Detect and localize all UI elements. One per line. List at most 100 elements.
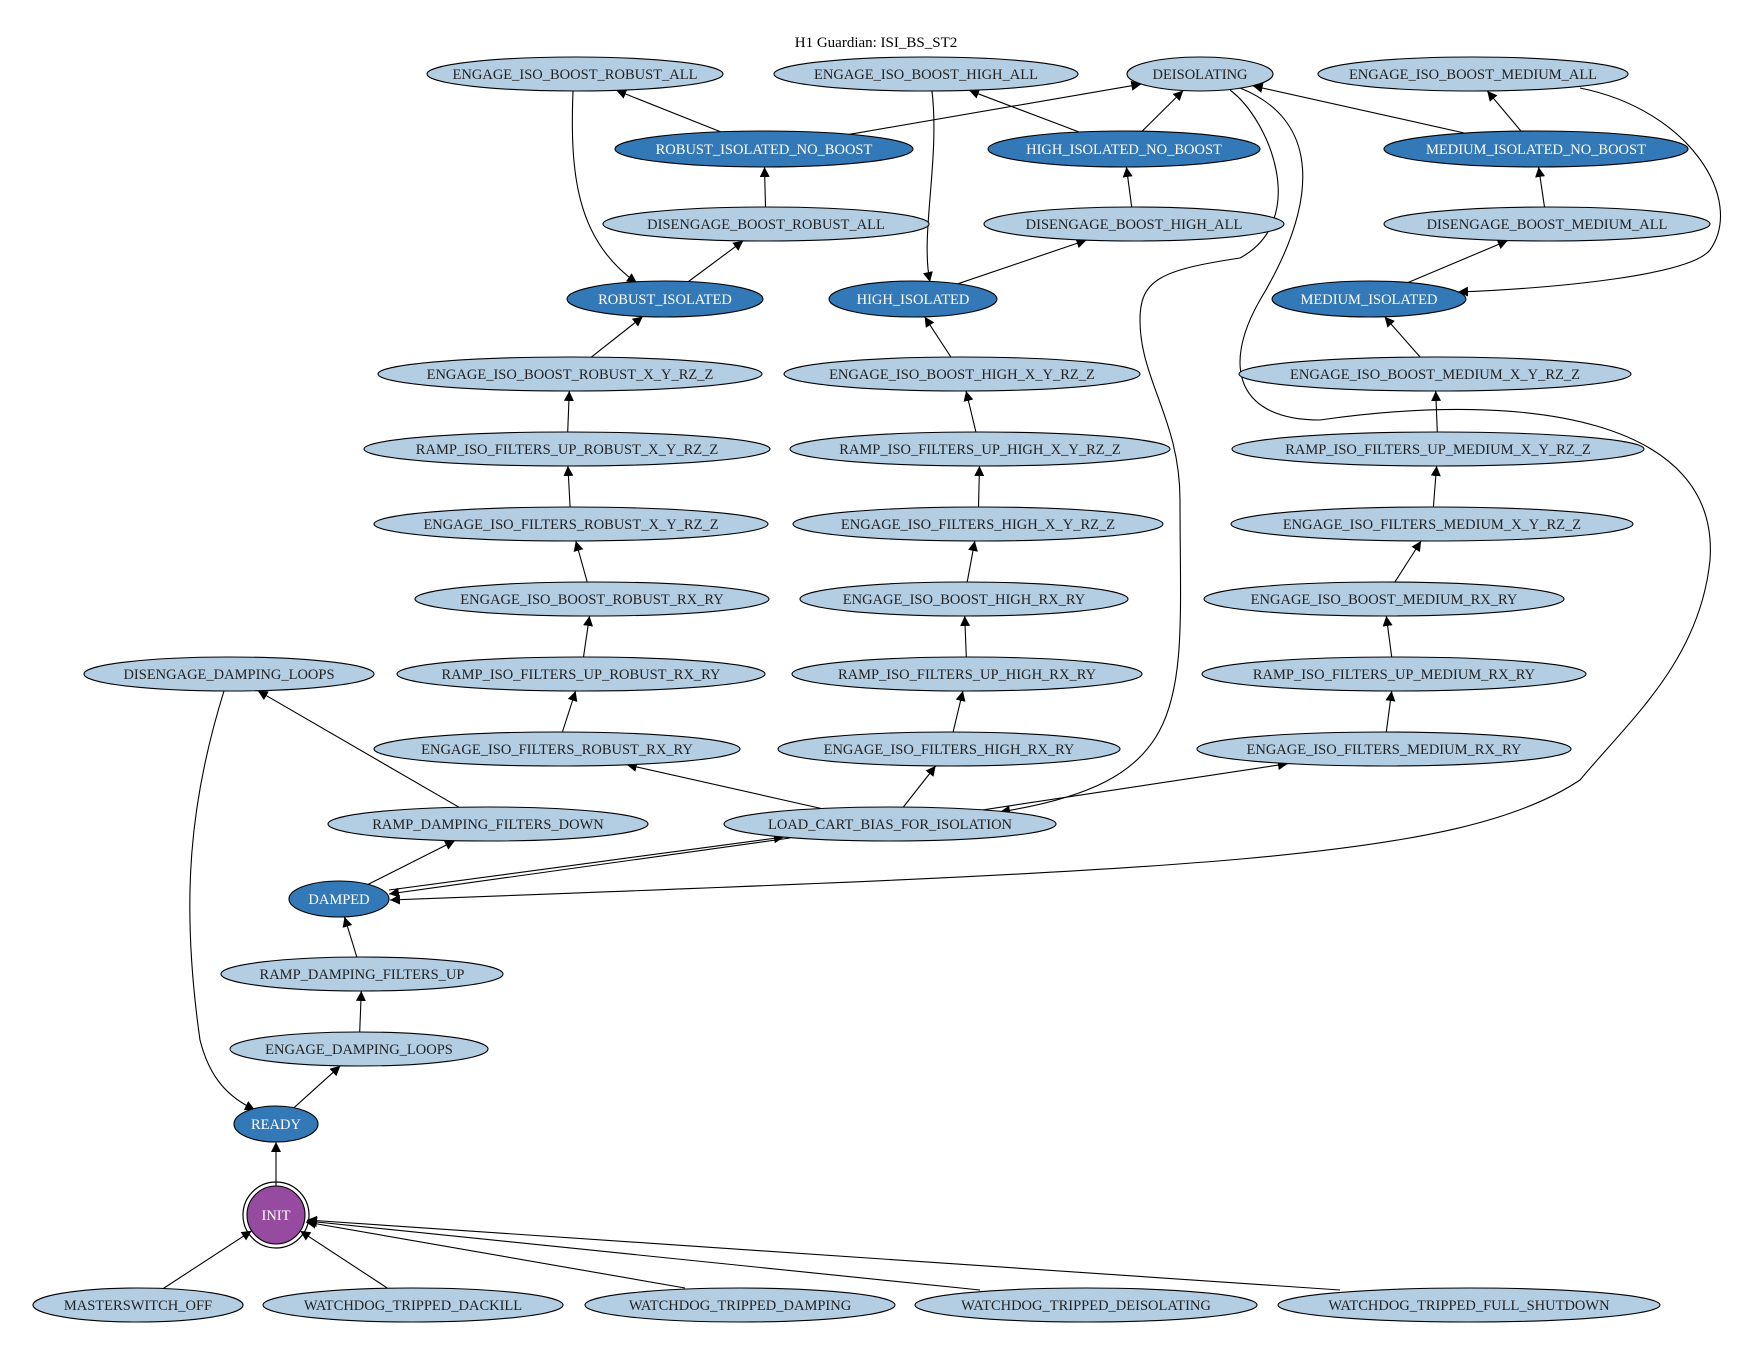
edge-medium-isolated-no-boost-to-engage-iso-boost-medium-all (1486, 90, 1522, 132)
edge-disengage-boost-medium-all-to-medium-isolated-no-boost (1535, 166, 1546, 208)
state-node-shape (584, 1287, 896, 1323)
state-node-label: ENGAGE_ISO_BOOST_ROBUST_ALL (453, 67, 698, 83)
state-node-label: ENGAGE_ISO_FILTERS_ROBUST_X_Y_RZ_Z (423, 517, 718, 533)
state-node-high-isolated-no-boost: HIGH_ISOLATED_NO_BOOST (987, 130, 1261, 168)
state-node-label: ENGAGE_ISO_FILTERS_HIGH_RX_RY (824, 742, 1075, 758)
edge-ramp-iso-filters-up-robust-x-y-rz-z-to-engage-iso-boost-robust-x-y-rz-z (563, 390, 574, 433)
state-node-label: WATCHDOG_TRIPPED_DAMPING (629, 1298, 852, 1314)
state-node-label: ENGAGE_ISO_BOOST_HIGH_ALL (814, 67, 1038, 83)
state-node-shape (602, 206, 930, 242)
state-node-label: READY (251, 1117, 301, 1133)
state-node-label: RAMP_ISO_FILTERS_UP_ROBUST_X_Y_RZ_Z (416, 442, 719, 458)
state-node-robust-isolated: ROBUST_ISOLATED (566, 280, 764, 318)
state-node-label: DISENGAGE_BOOST_HIGH_ALL (1026, 217, 1243, 233)
state-node-high-isolated: HIGH_ISOLATED (828, 280, 998, 318)
state-node-engage-iso-boost-robust-all: ENGAGE_ISO_BOOST_ROBUST_ALL (426, 56, 724, 92)
edge-disengage-damping-loops-to-ready (189, 690, 256, 1111)
state-node-label: DEISOLATING (1152, 67, 1248, 83)
state-node-label: ENGAGE_ISO_BOOST_MEDIUM_X_Y_RZ_Z (1290, 367, 1580, 383)
edge-watchdog-tripped-damping-to-init (305, 1218, 686, 1289)
state-node-shape (396, 656, 766, 692)
edge-engage-iso-filters-robust-x-y-rz-z-to-ramp-iso-filters-up-robust-x-y-rz-z (563, 465, 574, 508)
edge-watchdog-tripped-full-shutdown-to-init (306, 1215, 1341, 1291)
init-outer-ring (242, 1181, 310, 1249)
edge-ramp-iso-filters-up-high-x-y-rz-z-to-engage-iso-boost-high-x-y-rz-z (963, 390, 977, 433)
edge-robust-isolated-to-disengage-boost-robust-all (688, 240, 744, 282)
state-node-shape (327, 806, 649, 842)
state-node-shape (1201, 656, 1587, 692)
edge-engage-iso-filters-medium-x-y-rz-z-to-ramp-iso-filters-up-medium-x-y-rz-z (1430, 465, 1441, 508)
state-node-label: DAMPED (308, 892, 369, 908)
state-node-damped: DAMPED (288, 880, 390, 918)
state-node-label: RAMP_DAMPING_FILTERS_UP (260, 967, 465, 983)
state-node-init: INIT (242, 1181, 310, 1249)
edge-engage-iso-boost-robust-x-y-rz-z-to-robust-isolated (591, 316, 644, 358)
edge-robust-isolated-no-boost-to-deisolating (849, 80, 1142, 135)
edge-engage-iso-filters-high-x-y-rz-z-to-ramp-iso-filters-up-high-x-y-rz-z (974, 465, 985, 508)
state-node-shape (614, 130, 914, 168)
state-node-disengage-boost-high-all: DISENGAGE_BOOST_HIGH_ALL (983, 206, 1285, 242)
edge-engage-iso-boost-medium-all-to-medium-isolated (1457, 87, 1721, 297)
edge-load-cart-bias-for-isolation-to-damped (388, 837, 791, 898)
state-node-ramp-damping-filters-up: RAMP_DAMPING_FILTERS_UP (220, 956, 504, 992)
edge-medium-isolated-to-disengage-boost-medium-all (1407, 239, 1509, 284)
edge-ramp-iso-filters-up-high-rx-ry-to-engage-iso-boost-high-rx-ry (960, 615, 971, 658)
state-node-label: ENGAGE_ISO_BOOST_ROBUST_RX_RY (460, 592, 724, 608)
state-node-shape (723, 806, 1057, 842)
state-node-engage-iso-boost-high-rx-ry: ENGAGE_ISO_BOOST_HIGH_RX_RY (799, 581, 1129, 617)
state-node-engage-iso-boost-robust-rx-ry: ENGAGE_ISO_BOOST_ROBUST_RX_RY (414, 581, 770, 617)
state-node-label: RAMP_ISO_FILTERS_UP_MEDIUM_X_Y_RZ_Z (1285, 442, 1591, 458)
state-node-ramp-iso-filters-up-high-rx-ry: RAMP_ISO_FILTERS_UP_HIGH_RX_RY (791, 656, 1143, 692)
state-node-shape (1196, 731, 1572, 767)
state-node-shape (799, 581, 1129, 617)
state-node-engage-iso-filters-high-rx-ry: ENGAGE_ISO_FILTERS_HIGH_RX_RY (777, 731, 1121, 767)
edge-load-cart-bias-for-isolation-to-engage-iso-filters-high-rx-ry (902, 765, 937, 808)
state-node-ramp-iso-filters-up-medium-x-y-rz-z: RAMP_ISO_FILTERS_UP_MEDIUM_X_Y_RZ_Z (1231, 431, 1645, 467)
state-node-shape (1383, 206, 1711, 242)
state-node-ready: READY (233, 1105, 319, 1143)
state-node-engage-iso-boost-medium-all: ENGAGE_ISO_BOOST_MEDIUM_ALL (1317, 56, 1629, 92)
edge-disengage-boost-robust-all-to-robust-isolated-no-boost (759, 166, 770, 208)
state-node-label: ENGAGE_ISO_BOOST_MEDIUM_RX_RY (1251, 592, 1518, 608)
state-node-label: MEDIUM_ISOLATED_NO_BOOST (1426, 142, 1646, 158)
edge-watchdog-tripped-deisolating-to-init (306, 1217, 981, 1291)
state-node-engage-iso-filters-robust-rx-ry: ENGAGE_ISO_FILTERS_ROBUST_RX_RY (373, 731, 741, 767)
state-node-engage-iso-boost-robust-x-y-rz-z: ENGAGE_ISO_BOOST_ROBUST_X_Y_RZ_Z (377, 356, 763, 392)
state-node-ramp-iso-filters-up-robust-rx-ry: RAMP_ISO_FILTERS_UP_ROBUST_RX_RY (396, 656, 766, 692)
state-node-label: RAMP_ISO_FILTERS_UP_HIGH_X_Y_RZ_Z (839, 442, 1121, 458)
edge-load-cart-bias-for-isolation-to-engage-iso-filters-robust-rx-ry (626, 762, 822, 810)
edge-high-isolated-no-boost-to-deisolating (1141, 90, 1184, 132)
state-node-engage-iso-filters-medium-x-y-rz-z: ENGAGE_ISO_FILTERS_MEDIUM_X_Y_RZ_Z (1230, 506, 1634, 542)
state-node-watchdog-tripped-damping: WATCHDOG_TRIPPED_DAMPING (584, 1287, 896, 1323)
edge-engage-iso-boost-high-all-to-high-isolated (923, 90, 935, 283)
state-node-label: WATCHDOG_TRIPPED_FULL_SHUTDOWN (1328, 1298, 1610, 1314)
edge-high-isolated-to-disengage-boost-high-all (957, 238, 1087, 285)
edge-masterswitch-off-to-init (162, 1230, 253, 1289)
state-node-shape (791, 656, 1143, 692)
edge-engage-iso-boost-high-rx-ry-to-engage-iso-filters-high-x-y-rz-z (966, 540, 978, 583)
state-node-shape (773, 56, 1079, 92)
state-node-shape (373, 506, 769, 542)
state-node-label: ENGAGE_ISO_BOOST_HIGH_RX_RY (843, 592, 1086, 608)
state-node-shape (83, 656, 375, 692)
state-node-label: ENGAGE_DAMPING_LOOPS (265, 1042, 453, 1058)
state-node-shape (1230, 506, 1634, 542)
edge-ramp-iso-filters-up-medium-rx-ry-to-engage-iso-boost-medium-rx-ry (1382, 615, 1393, 658)
edge-deisolating-to-damped (389, 87, 1711, 905)
state-node-shape (828, 280, 998, 318)
state-node-shape (414, 581, 770, 617)
edge-engage-iso-boost-robust-all-to-robust-isolated (571, 90, 638, 284)
state-node-label: ENGAGE_ISO_FILTERS_HIGH_X_Y_RZ_Z (841, 517, 1115, 533)
edge-high-isolated-no-boost-to-engage-iso-boost-high-all (968, 89, 1080, 133)
state-node-shape (1317, 56, 1629, 92)
state-node-shape (377, 356, 763, 392)
state-node-label: ENGAGE_ISO_FILTERS_MEDIUM_RX_RY (1247, 742, 1523, 758)
state-node-shape (783, 356, 1141, 392)
edge-medium-isolated-no-boost-to-deisolating (1252, 83, 1465, 134)
state-node-label: RAMP_DAMPING_FILTERS_DOWN (372, 817, 604, 833)
state-node-robust-isolated-no-boost: ROBUST_ISOLATED_NO_BOOST (614, 130, 914, 168)
state-node-label: INIT (262, 1208, 291, 1224)
state-node-shape (229, 1031, 489, 1067)
state-node-shape (983, 206, 1285, 242)
